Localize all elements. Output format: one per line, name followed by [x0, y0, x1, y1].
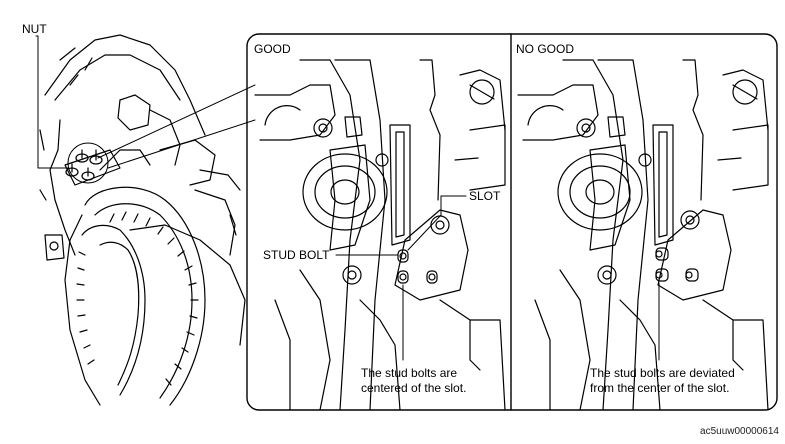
good-note: The stud bolts are centered of the slot. [361, 366, 466, 396]
good-slot-upper [397, 249, 409, 263]
slot-label: SLOT [469, 189, 501, 203]
figure-id: ac5uuw00000614 [700, 426, 779, 437]
zoom-focus-circle [67, 142, 109, 184]
overview-nut-cluster [64, 149, 121, 186]
overview-bracket [44, 234, 65, 261]
stud-bolt-label: STUD BOLT [263, 248, 330, 262]
overview-engine-illustration [39, 34, 246, 406]
slot-leader-line [407, 195, 467, 251]
good-panel-drawing [254, 59, 506, 411]
no-good-note-line-1: The stud bolts are deviated [590, 366, 735, 380]
no-good-panel-drawing [517, 59, 769, 411]
good-note-line-2: centered of the slot. [361, 381, 467, 395]
detail-frame [246, 33, 778, 411]
no-good-note: The stud bolts are deviated from the cen… [590, 366, 735, 396]
nut-leader-line [35, 35, 69, 169]
zoom-line-upper [97, 84, 256, 159]
no-good-note-line-2: from the center of the slot. [590, 381, 730, 395]
zoom-line-lower [107, 119, 256, 169]
good-panel-title: GOOD [254, 42, 291, 56]
overview-drive-gear [64, 186, 246, 406]
good-slot-lower [397, 270, 409, 284]
nut-label: NUT [22, 22, 47, 36]
good-note-line-1: The stud bolts are [361, 366, 458, 380]
no-good-panel-title: NO GOOD [516, 42, 575, 56]
